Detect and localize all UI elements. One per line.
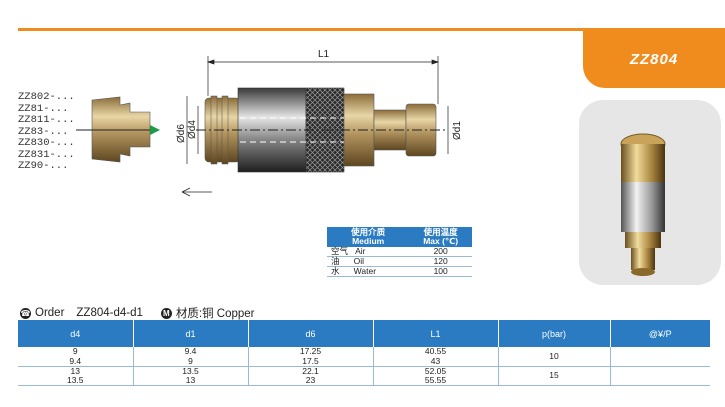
- model-item: ZZ811-...: [18, 114, 75, 126]
- dim-l1: L1: [318, 49, 330, 60]
- dimension-lines: [181, 56, 449, 197]
- model-item: ZZ90-...: [18, 160, 69, 172]
- spec-table: d4 d1 d6 L1 p(bar) @¥/P 9 9.4 17.25 40.5…: [18, 320, 710, 386]
- col-header: d4: [18, 320, 133, 347]
- media-value: 120: [409, 256, 472, 267]
- product-photo: [579, 100, 721, 285]
- order-line: ☎ Order ZZ804-d4-d1 M 材质:铜 Copper: [20, 305, 255, 321]
- col-header: p(bar): [497, 320, 610, 347]
- cell-pressure: 10: [497, 347, 610, 367]
- dim-d4: Ød4: [187, 120, 198, 139]
- technical-drawing: L1 Ød6 Ød4 Ød1: [76, 49, 463, 197]
- cell-l1: 55.55: [372, 375, 498, 386]
- table-row: 9.4 9 17.5 43: [18, 356, 710, 367]
- cell-d4: 9: [72, 346, 78, 357]
- plug-drawing: [76, 96, 151, 163]
- cell-d4: 9.4: [18, 356, 133, 367]
- cell-d1: 13.5: [132, 366, 248, 376]
- table-row: 13 13.5 22.1 52.05 15: [18, 365, 710, 386]
- cell-d6: 23: [247, 375, 373, 386]
- col-header: d6: [247, 320, 373, 347]
- compatible-model-list: ZZ802-... ZZ81-... ZZ811-... ZZ83-... ZZ…: [18, 91, 88, 173]
- media-label: 油 Oil: [327, 256, 410, 267]
- cell-d1: 9.4: [132, 347, 248, 357]
- table-row: 空气 Air 200: [327, 247, 472, 257]
- order-code: ZZ804-d4-d1: [76, 307, 143, 319]
- model-item: ZZ802-...: [18, 91, 75, 103]
- arrow-icon: [150, 125, 160, 135]
- model-item: ZZ831-...: [18, 148, 75, 161]
- cell-price: [609, 366, 710, 386]
- media-value: 200: [409, 247, 472, 257]
- table-row: 13.5 13 23 55.55: [18, 375, 710, 386]
- material-label: 材质:铜 Copper: [175, 308, 255, 320]
- col-header: d1: [132, 320, 248, 347]
- order-label: Order: [35, 307, 65, 319]
- dim-d6: Ød6: [176, 124, 187, 143]
- phone-icon: ☎: [20, 307, 31, 319]
- cell-d1: 9: [132, 356, 248, 367]
- col-header: L1: [372, 320, 498, 347]
- cell-l1: 43: [372, 356, 498, 367]
- cell-l1: 52.05: [372, 366, 498, 376]
- cell-d6: 17.25: [247, 347, 373, 357]
- cell-l1: 40.55: [372, 347, 498, 357]
- coupler-drawing: [196, 87, 448, 173]
- media-label: 水 Water: [327, 266, 410, 277]
- media-label: 空气 Air: [327, 247, 410, 257]
- table-row: 油 Oil 120: [327, 256, 472, 267]
- cell-price: [609, 347, 710, 367]
- cell-d4: 13.5: [18, 375, 133, 386]
- col-header: @¥/P: [609, 320, 710, 347]
- table-row: 水 Water 100: [327, 266, 472, 277]
- model-item: ZZ83-...: [18, 125, 69, 138]
- cell-d4: 13: [70, 365, 80, 376]
- dim-d1: Ød1: [452, 121, 463, 140]
- model-item: ZZ830-...: [18, 137, 75, 149]
- model-item: ZZ81-...: [18, 102, 69, 115]
- cell-d6: 17.5: [247, 356, 373, 367]
- header-rule: [18, 28, 725, 31]
- cell-d1: 13: [132, 375, 248, 386]
- model-tab: ZZ804: [583, 31, 725, 88]
- cell-d6: 22.1: [247, 366, 373, 376]
- table-row: 9 9.4 17.25 40.55 10: [18, 346, 710, 367]
- model-title: ZZ804: [629, 51, 679, 68]
- cell-pressure: 15: [497, 366, 610, 386]
- media-value: 100: [409, 266, 472, 277]
- material-icon: M: [160, 307, 172, 319]
